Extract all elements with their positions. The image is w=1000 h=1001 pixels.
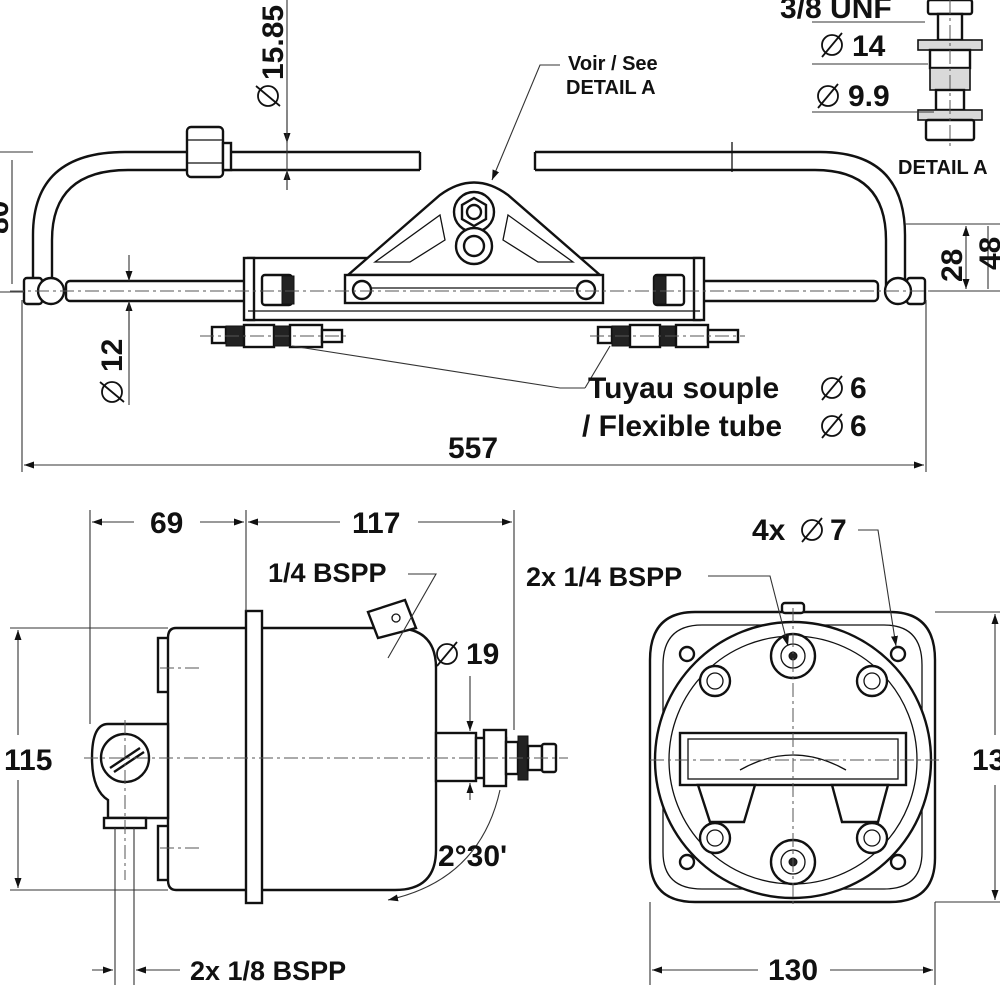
- bottom-ports-label: 2x 1/8 BSPP: [190, 956, 346, 986]
- dim-height-partial: 130: [972, 744, 1000, 777]
- tube-loop-left: [31, 150, 420, 292]
- dim-28: 28: [936, 249, 969, 282]
- front-view: 4x 7 2x 1/4 BSPP 130 130: [526, 514, 1000, 987]
- holes-dia: 7: [830, 514, 847, 547]
- detail-a: 3/8 UNF 14 9.9 DETAIL A: [780, 0, 988, 179]
- dim-dia-19: 19: [466, 638, 499, 671]
- angle-label: 2°30': [438, 840, 507, 873]
- tube-dia-2: 6: [850, 410, 867, 443]
- see-detail-label-2: DETAIL A: [566, 77, 656, 99]
- tube-nut: [185, 125, 225, 179]
- dim-15-85: 15.85: [257, 5, 290, 80]
- tube-loop-right: [535, 150, 907, 292]
- detail-thread: 3/8 UNF: [780, 0, 892, 25]
- front-ports-label: 2x 1/4 BSPP: [526, 562, 682, 592]
- dim-117: 117: [352, 507, 400, 540]
- dim-557: 557: [448, 432, 498, 465]
- side-view: 69 117 1/4 BSPP 19 115 2°30' 2x 1/8 BSPP: [4, 507, 568, 986]
- diameter-symbol: [821, 413, 843, 439]
- hose-fitting-left: [200, 323, 350, 349]
- tube-dia-1: 6: [850, 372, 867, 405]
- flexible-tube-fr: Tuyau souple: [588, 372, 779, 405]
- dim-left-partial: 80: [0, 201, 15, 234]
- flexible-tube-en: / Flexible tube: [582, 410, 782, 443]
- mounting-flange: [244, 609, 264, 905]
- top-view: Voir / See DETAIL A Tuyau souple 6 / Fle…: [0, 0, 1000, 472]
- diameter-symbol: [821, 375, 843, 401]
- hose-fitting-right: [590, 323, 745, 349]
- see-detail-label: Voir / See: [568, 53, 658, 75]
- side-port-label: 1/4 BSPP: [268, 558, 387, 588]
- detail-dia-9-9: 9.9: [848, 80, 890, 113]
- detail-a-title: DETAIL A: [898, 157, 988, 179]
- dim-12: 12: [96, 339, 129, 372]
- dim-69: 69: [150, 507, 183, 540]
- dim-130: 130: [768, 954, 818, 987]
- dim-48: 48: [974, 237, 1000, 270]
- cylinder-side-body: [166, 626, 438, 892]
- dim-115: 115: [4, 744, 52, 777]
- holes-count: 4x: [752, 514, 786, 547]
- detail-dia-14: 14: [852, 30, 886, 63]
